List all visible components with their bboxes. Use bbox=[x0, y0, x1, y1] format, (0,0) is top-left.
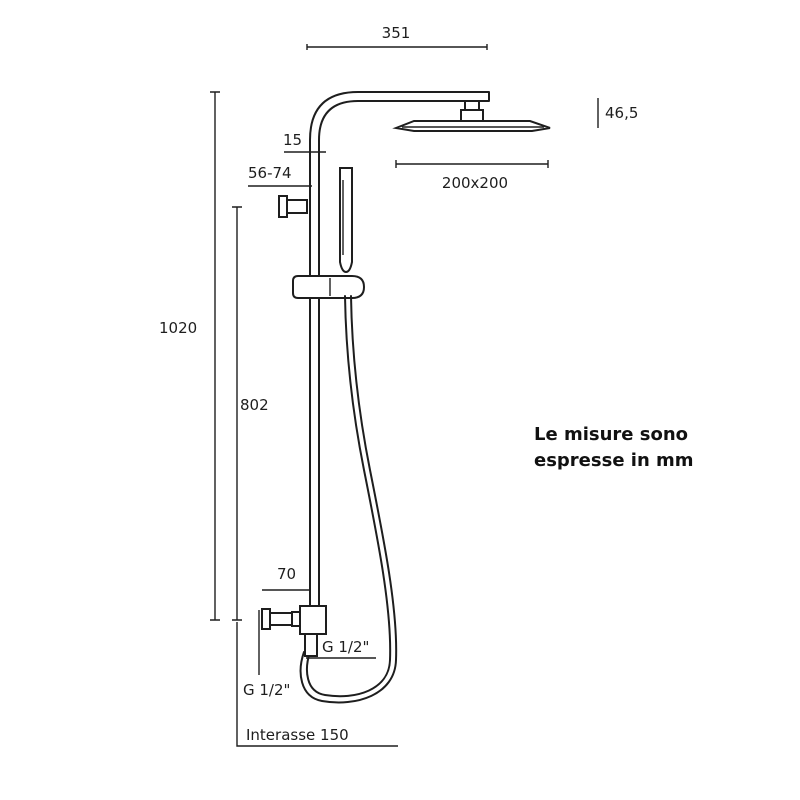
dim-line-width bbox=[306, 44, 488, 50]
wall-bracket-arm bbox=[286, 199, 308, 214]
label-outlet-thread: G 1/2" bbox=[322, 638, 369, 656]
label-valve-depth: 70 bbox=[277, 565, 296, 583]
dim-line-total-height bbox=[210, 91, 220, 621]
hand-shower bbox=[339, 167, 353, 274]
label-head-size: 200x200 bbox=[442, 174, 508, 192]
slider-holder bbox=[292, 275, 366, 299]
dim-line-valve-depth bbox=[262, 585, 311, 598]
note-line-2: espresse in mm bbox=[534, 450, 694, 471]
label-head-thickness: 46,5 bbox=[605, 104, 638, 122]
diverter-outlet bbox=[304, 633, 318, 657]
label-center-distance: Interasse 150 bbox=[246, 726, 349, 744]
units-note: Le misure sono espresse in mm bbox=[534, 424, 694, 471]
riser-pipe bbox=[309, 91, 490, 609]
label-inlet-thread: G 1/2" bbox=[243, 681, 290, 699]
shower-head bbox=[392, 120, 551, 132]
inlet-pipe bbox=[269, 612, 293, 626]
label-arm-offset: 15 bbox=[283, 131, 302, 149]
dim-line-center-distance bbox=[236, 622, 398, 747]
dimension-lines bbox=[210, 44, 599, 747]
label-total-height: 1020 bbox=[159, 319, 197, 337]
wall-bracket-plate bbox=[278, 195, 288, 218]
dimension-labels: 351 46,5 200x200 15 56-74 1020 802 70 G … bbox=[159, 24, 638, 744]
diverter-body bbox=[299, 605, 327, 635]
label-wall-distance: 56-74 bbox=[248, 164, 292, 182]
note-line-1: Le misure sono bbox=[534, 424, 688, 445]
hose-outer bbox=[306, 295, 392, 698]
head-connector bbox=[464, 100, 480, 111]
inlet-flange bbox=[261, 608, 271, 630]
dim-line-head-size bbox=[395, 160, 549, 168]
label-bar-height: 802 bbox=[240, 396, 269, 414]
label-width: 351 bbox=[382, 24, 411, 42]
hose-inner bbox=[299, 295, 398, 704]
inlet-nut bbox=[291, 611, 301, 627]
dim-line-bar-height bbox=[232, 206, 242, 621]
shower-column bbox=[261, 91, 551, 704]
